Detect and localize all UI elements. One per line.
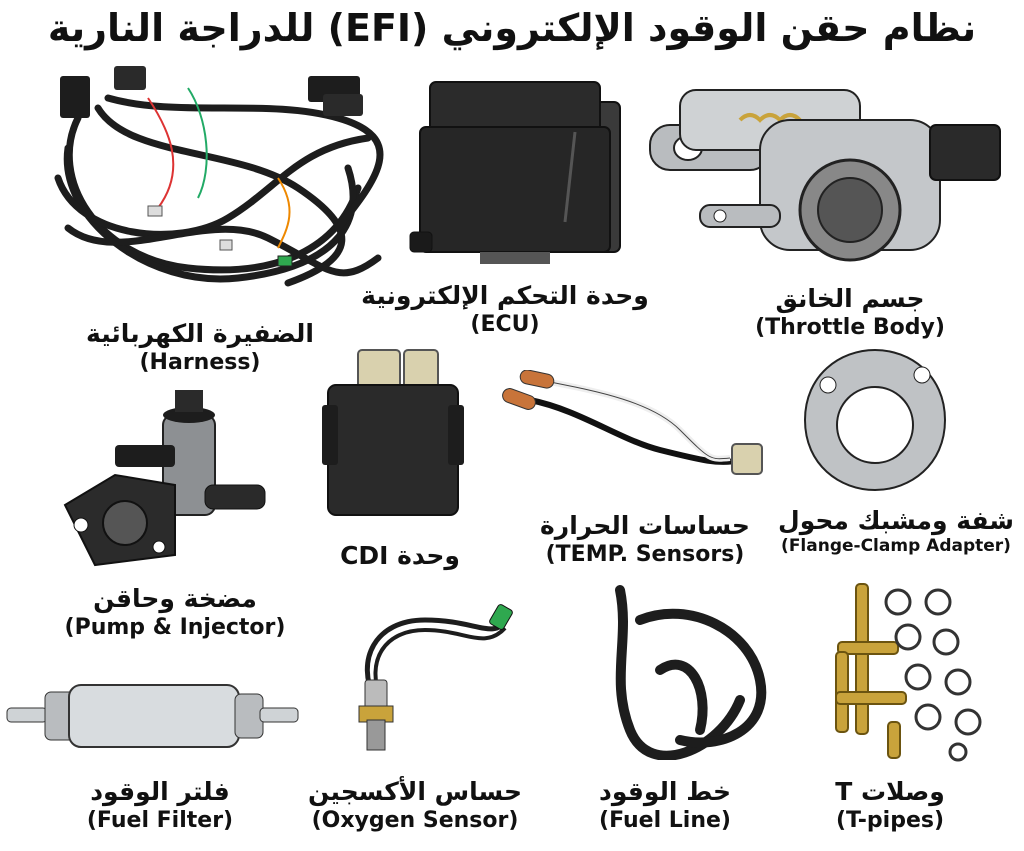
throttle-label-ar: جسم الخانق <box>775 284 925 313</box>
harness-label-en: (Harness) <box>139 350 261 376</box>
temperature-sensor-icon <box>500 370 770 500</box>
ecu-label-ar: وحدة التحكم الإلكترونية <box>361 281 649 310</box>
flange-label: شفة ومشبك محول (Flange-Clamp Adapter) <box>768 505 1024 558</box>
flange-label-ar: شفة ومشبك محول <box>778 506 1014 535</box>
t-pipe-icon <box>828 582 998 762</box>
fuel-filter-icon <box>5 680 300 755</box>
fuelline-label-ar: خط الوقود <box>599 777 731 806</box>
harness-label: الضفيرة الكهربائية (Harness) <box>60 318 340 377</box>
pump-label: مضخة وحاقن (Pump & Injector) <box>40 583 310 642</box>
cdi-label-ar: وحدة CDI <box>340 541 460 570</box>
fuel-line-icon <box>600 580 775 760</box>
ecu-label-en: (ECU) <box>470 312 540 338</box>
filter-label-ar: فلتر الوقود <box>90 777 230 806</box>
flange-label-en: (Flange-Clamp Adapter) <box>781 536 1011 557</box>
cdi-unit-icon <box>318 345 468 520</box>
flange-adapter-icon <box>800 345 950 495</box>
ecu-label: وحدة التحكم الإلكترونية (ECU) <box>355 280 655 339</box>
throttle-label: جسم الخانق (Throttle Body) <box>730 283 970 342</box>
oxygen-label: حساس الأكسجين (Oxygen Sensor) <box>295 776 535 835</box>
throttle-body-icon <box>640 80 1020 280</box>
oxygen-label-ar: حساس الأكسجين <box>308 777 522 806</box>
page-title: نظام حقن الوقود الإلكتروني (EFI) للدراجة… <box>47 6 977 50</box>
tpipes-label-ar: وصلات T <box>835 777 945 806</box>
pump-label-ar: مضخة وحاقن <box>93 584 257 613</box>
filter-label: فلتر الوقود (Fuel Filter) <box>40 776 280 835</box>
wiring-harness-icon <box>38 58 388 298</box>
oxygen-label-en: (Oxygen Sensor) <box>311 808 519 834</box>
fuelline-label-en: (Fuel Line) <box>599 808 731 834</box>
pump-label-en: (Pump & Injector) <box>64 615 286 641</box>
ecu-box-icon <box>400 72 640 272</box>
tpipes-label-en: (T-pipes) <box>835 808 945 834</box>
cdi-label: وحدة CDI <box>310 540 490 571</box>
harness-label-ar: الضفيرة الكهربائية <box>86 319 314 348</box>
temp-label-en: (TEMP. Sensors) <box>545 542 745 568</box>
oxygen-sensor-icon <box>345 600 520 760</box>
filter-label-en: (Fuel Filter) <box>86 808 234 834</box>
fuelline-label: خط الوقود (Fuel Line) <box>570 776 760 835</box>
throttle-label-en: (Throttle Body) <box>755 315 945 341</box>
temp-label-ar: حساسات الحرارة <box>540 511 750 540</box>
fuel-pump-injector-icon <box>55 385 275 575</box>
temp-label: حساسات الحرارة (TEMP. Sensors) <box>525 510 765 569</box>
tpipes-label: وصلات T (T-pipes) <box>800 776 980 835</box>
